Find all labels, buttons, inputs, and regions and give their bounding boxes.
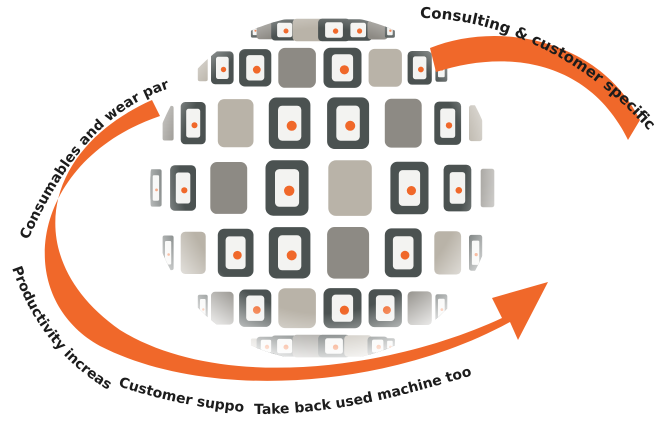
globe-shading xyxy=(150,15,496,361)
top-arc-arrow xyxy=(430,36,640,140)
